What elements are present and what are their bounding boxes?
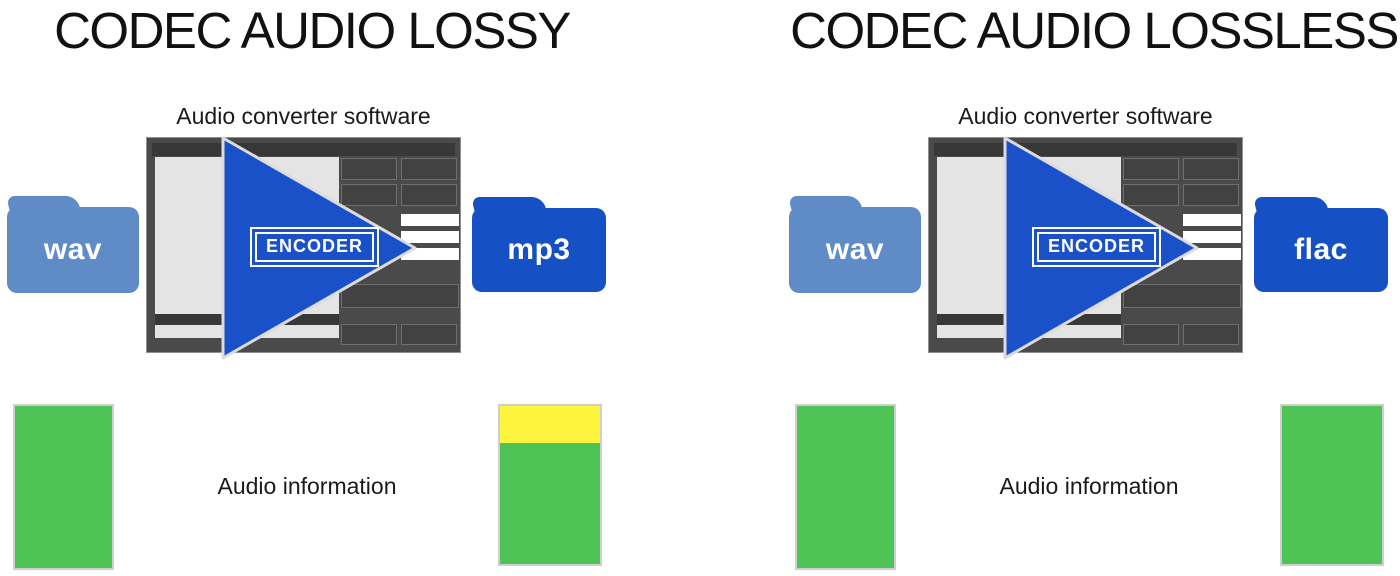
level-meter-bar xyxy=(401,231,459,243)
input-folder-label: wav xyxy=(43,233,103,266)
output-folder-icon: flac xyxy=(1253,197,1388,292)
level-meter-bar xyxy=(1183,231,1241,243)
encoder-triangle-icon xyxy=(1003,136,1199,360)
lossless-panel: CODEC AUDIO LOSSLESS Audio converter sof… xyxy=(700,0,1400,576)
control-button xyxy=(1123,158,1179,180)
control-button xyxy=(1123,324,1179,345)
encoder-box: ENCODER xyxy=(1032,227,1162,267)
control-button xyxy=(401,158,457,180)
input-folder-label: wav xyxy=(825,233,885,266)
level-meter-bar xyxy=(1183,214,1241,226)
control-button xyxy=(1183,324,1239,345)
lossy-panel: CODEC AUDIO LOSSY Audio converter softwa… xyxy=(6,2,606,570)
level-meter-bar xyxy=(401,214,459,226)
output-folder-icon: mp3 xyxy=(471,197,606,292)
progress-cell xyxy=(341,284,459,308)
audio-information-label: Audio information xyxy=(999,473,1179,499)
encoder-triangle-icon xyxy=(221,136,417,360)
control-button xyxy=(341,324,397,345)
audio-bar-output xyxy=(1280,404,1384,566)
level-meter-bar xyxy=(1183,248,1241,260)
encoder-label: ENCODER xyxy=(1037,232,1157,262)
level-meter-bar xyxy=(401,248,459,260)
control-button xyxy=(401,184,457,206)
control-button xyxy=(341,184,397,206)
converter-software-label: Audio converter software xyxy=(176,103,431,129)
control-button xyxy=(1123,184,1179,206)
input-folder-icon: wav xyxy=(788,196,921,293)
output-folder-label: flac xyxy=(1294,233,1348,266)
converter-software-label: Audio converter software xyxy=(958,103,1213,129)
control-button xyxy=(1183,158,1239,180)
audio-bar-output xyxy=(498,404,602,566)
panel-title: CODEC AUDIO LOSSY xyxy=(54,2,571,59)
encoder-box: ENCODER xyxy=(250,227,380,267)
control-button xyxy=(341,158,397,180)
lost-information-segment xyxy=(500,406,600,443)
progress-cell xyxy=(1123,284,1241,308)
control-button xyxy=(1183,184,1239,206)
encoder-label: ENCODER xyxy=(255,232,375,262)
audio-information-label: Audio information xyxy=(217,473,397,499)
audio-bar-input xyxy=(795,404,896,570)
panel-title: CODEC AUDIO LOSSLESS xyxy=(790,2,1399,59)
input-folder-icon: wav xyxy=(6,196,139,293)
output-folder-label: mp3 xyxy=(507,233,571,266)
control-button xyxy=(401,324,457,345)
audio-bar-input xyxy=(13,404,114,570)
